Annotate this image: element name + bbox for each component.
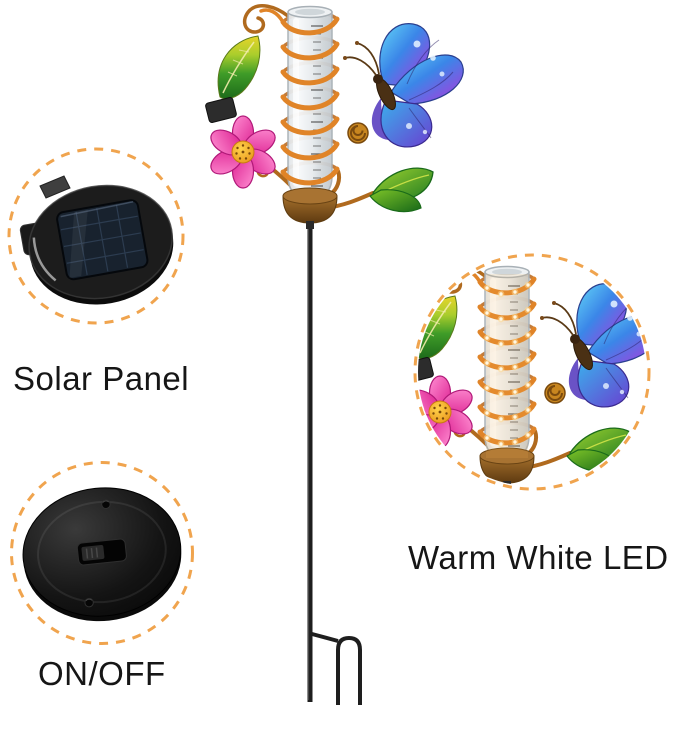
led-lights <box>483 274 532 458</box>
label-warm-white-led: Warm White LED <box>408 539 669 576</box>
callout-solar-panel <box>7 147 185 325</box>
led-closeup-photo <box>412 266 652 486</box>
label-solar-panel: Solar Panel <box>13 360 190 397</box>
callout-dashed-circle <box>7 147 185 325</box>
callout-onoff <box>10 461 194 645</box>
onoff-switch-photo <box>22 487 182 622</box>
ground-anchor <box>311 632 362 705</box>
clip-bracket <box>39 175 71 199</box>
power-switch <box>76 538 127 566</box>
screw <box>84 597 94 608</box>
callout-dashed-circle <box>10 461 194 645</box>
callout-led <box>412 253 652 491</box>
label-on-off: ON/OFF <box>38 655 166 692</box>
screw <box>101 499 111 510</box>
stake <box>307 220 313 702</box>
solar-panel-photo <box>19 175 174 305</box>
callout-dashed-circle <box>413 253 651 491</box>
